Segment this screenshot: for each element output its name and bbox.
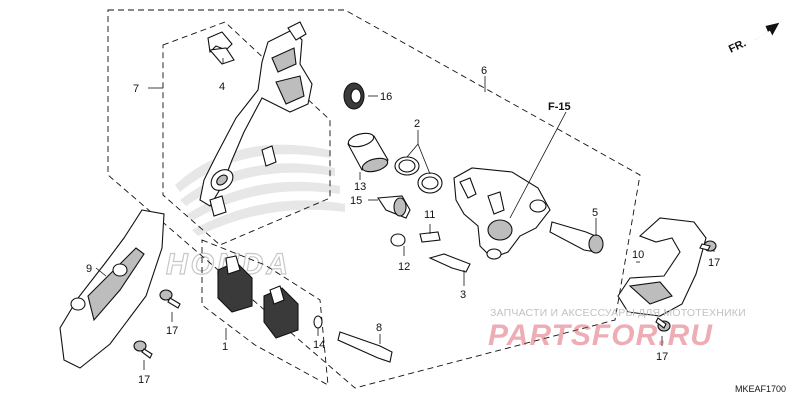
- part-16-boot: [343, 82, 365, 110]
- part-17-bolt-d: [655, 317, 671, 332]
- callout-17-a: 17: [166, 325, 178, 337]
- callout-1: 1: [222, 341, 228, 353]
- callout-3: 3: [460, 289, 466, 301]
- bracket-assembly-outline: [162, 21, 331, 246]
- callout-17-c: 17: [708, 257, 720, 269]
- callout-9: 9: [86, 263, 92, 275]
- caliper-body: [453, 167, 551, 260]
- part-15-pin-bolt: [377, 195, 411, 219]
- part-17-bolt-c: [699, 240, 717, 252]
- part-3-pad-spring: [428, 253, 471, 273]
- part-14-clip: [313, 315, 323, 329]
- honda-wing-watermark: [175, 144, 345, 236]
- caliper-assembly-outline: [107, 9, 641, 389]
- shop-caption-watermark: ЗАПЧАСТИ И АКСЕССУАРЫ ДЛЯ МОТОТЕХНИКИ: [490, 307, 746, 319]
- diagram-code: MKEAF1700: [735, 384, 786, 394]
- shop-brand-watermark: PARTSFOR.RU: [488, 319, 713, 352]
- callout-12: 12: [398, 261, 410, 273]
- part-17-bolt-a: [159, 289, 181, 309]
- part-11-bleeder: [419, 231, 441, 243]
- part-5-slide-pin: [549, 221, 604, 254]
- part-17-bolt-b: [133, 340, 153, 359]
- part-10-guard: [617, 217, 707, 317]
- callout-17-b: 17: [138, 374, 150, 386]
- callout-7: 7: [133, 83, 139, 95]
- callout-8: 8: [376, 322, 382, 334]
- part-4-pad-spring: [207, 31, 235, 65]
- callout-14: 14: [313, 339, 325, 351]
- callout-6: 6: [481, 65, 487, 77]
- part-13-piston: [347, 132, 389, 173]
- svg-text:FR.: FR.: [727, 37, 748, 55]
- callout-15: 15: [350, 195, 362, 207]
- leader-lines: [95, 58, 715, 370]
- callout-labels: 7 4 16 6 2 F-15 13 15 11 12 3 5 10 17 9 …: [86, 65, 720, 386]
- part-9-caliper-guard: [59, 209, 165, 369]
- part-1-brake-pads: [217, 255, 299, 339]
- front-direction-indicator: FR.: [727, 22, 780, 56]
- callout-11: 11: [424, 209, 435, 221]
- callout-2: 2: [414, 118, 420, 130]
- part-7-caliper-bracket: [199, 21, 313, 217]
- part-8-pad-pin: [337, 331, 393, 363]
- callout-13: 13: [354, 181, 366, 193]
- callout-10: 10: [632, 249, 644, 261]
- callout-5: 5: [592, 207, 598, 219]
- callout-16: 16: [380, 91, 392, 103]
- callout-4: 4: [219, 81, 225, 93]
- reference-f15: F-15: [548, 101, 571, 113]
- part-2-piston-seals: [394, 156, 443, 194]
- part-12-bleeder-cap: [390, 233, 406, 247]
- callout-17-d: 17: [656, 351, 668, 363]
